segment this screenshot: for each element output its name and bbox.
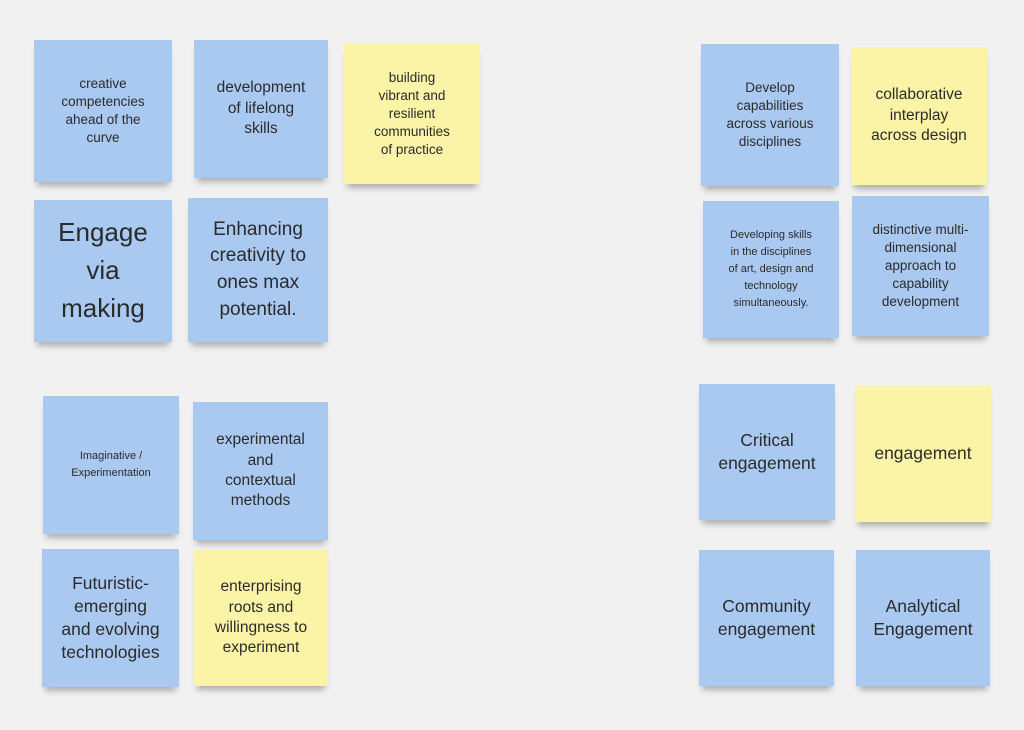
sticky-note-text: Imaginative /Experimentation: [71, 449, 151, 479]
sticky-note-engagement[interactable]: engagement: [855, 386, 991, 522]
sticky-note-text: engagement: [874, 443, 972, 464]
sticky-note-imaginative-experimentation[interactable]: Imaginative /Experimentation: [43, 396, 179, 534]
